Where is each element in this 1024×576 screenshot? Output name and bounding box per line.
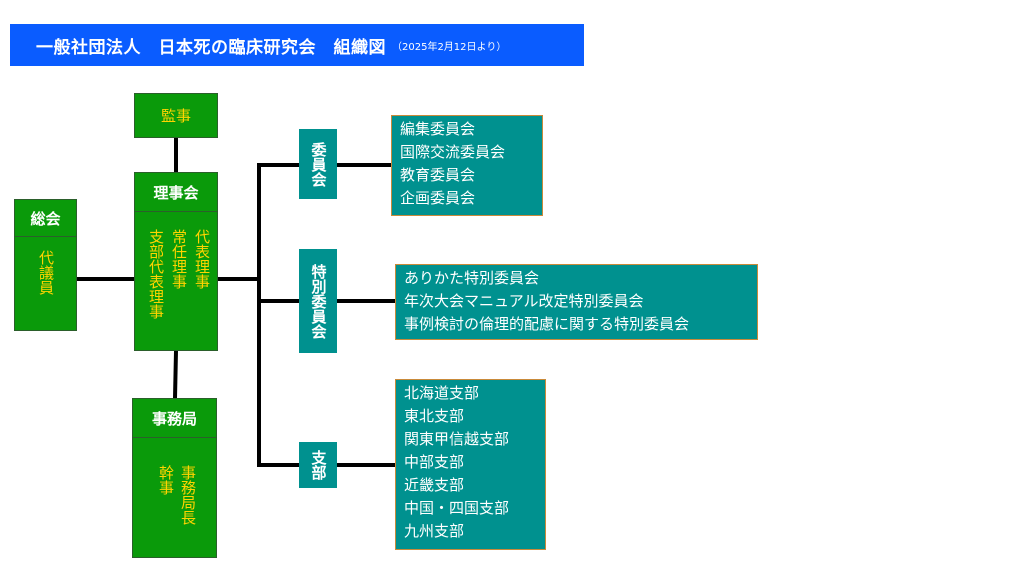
- branches-label: 支部: [299, 442, 337, 488]
- branch-item: 北海道支部: [404, 384, 480, 402]
- committee-item: 企画委員会: [400, 189, 476, 207]
- branch-item: 東北支部: [404, 407, 465, 425]
- committees-list: 編集委員会 国際交流委員会 教育委員会 企画委員会: [391, 115, 543, 216]
- branches-list: 北海道支部 東北支部 関東甲信越支部 中部支部 近畿支部 中国・四国支部 九州支…: [395, 379, 546, 550]
- branch-item: 近畿支部: [404, 476, 465, 494]
- committees-label: 委員会: [299, 129, 337, 199]
- board-role-representative-director: 代表理事: [193, 229, 211, 289]
- secretariat-role-secretary: 幹事: [157, 465, 175, 495]
- committee-item: 編集委員会: [400, 120, 476, 138]
- secretariat-role-director: 事務局長: [179, 465, 197, 525]
- secretariat-label: 事務局: [133, 399, 216, 438]
- auditor-box: 監事: [134, 93, 218, 138]
- branch-item: 中部支部: [404, 453, 465, 471]
- chart-title: 一般社団法人 日本死の臨床研究会 組織図: [36, 37, 386, 58]
- committee-item: 国際交流委員会: [400, 143, 506, 161]
- committee-item: 教育委員会: [400, 166, 476, 184]
- board-role-branch-director: 支部代表理事: [147, 229, 165, 319]
- board-role-executive-director: 常任理事: [170, 229, 188, 289]
- chart-date: （2025年2月12日より）: [392, 41, 507, 53]
- general-assembly-box: 総会 代議員: [14, 199, 77, 331]
- special-committees-list: ありかた特別委員会 年次大会マニュアル改定特別委員会 事例検討の倫理的配慮に関す…: [395, 264, 758, 340]
- delegates-label: 代議員: [37, 250, 55, 295]
- branch-item: 関東甲信越支部: [404, 430, 510, 448]
- special-committee-item: 年次大会マニュアル改定特別委員会: [404, 292, 644, 310]
- special-committees-label: 特別委員会: [299, 249, 337, 353]
- special-committee-item: ありかた特別委員会: [404, 269, 540, 287]
- branch-item: 九州支部: [404, 522, 465, 540]
- special-committee-item: 事例検討の倫理的配慮に関する特別委員会: [404, 315, 690, 333]
- branch-item: 中国・四国支部: [404, 499, 510, 517]
- secretariat-box: 事務局 事務局長 幹事: [132, 398, 217, 558]
- general-assembly-label: 総会: [15, 200, 76, 237]
- title-bar: 一般社団法人 日本死の臨床研究会 組織図 （2025年2月12日より）: [10, 24, 584, 66]
- board-box: 理事会 代表理事 常任理事 支部代表理事: [134, 172, 218, 351]
- board-label: 理事会: [135, 173, 217, 212]
- line-board-secretariat: [172, 348, 179, 401]
